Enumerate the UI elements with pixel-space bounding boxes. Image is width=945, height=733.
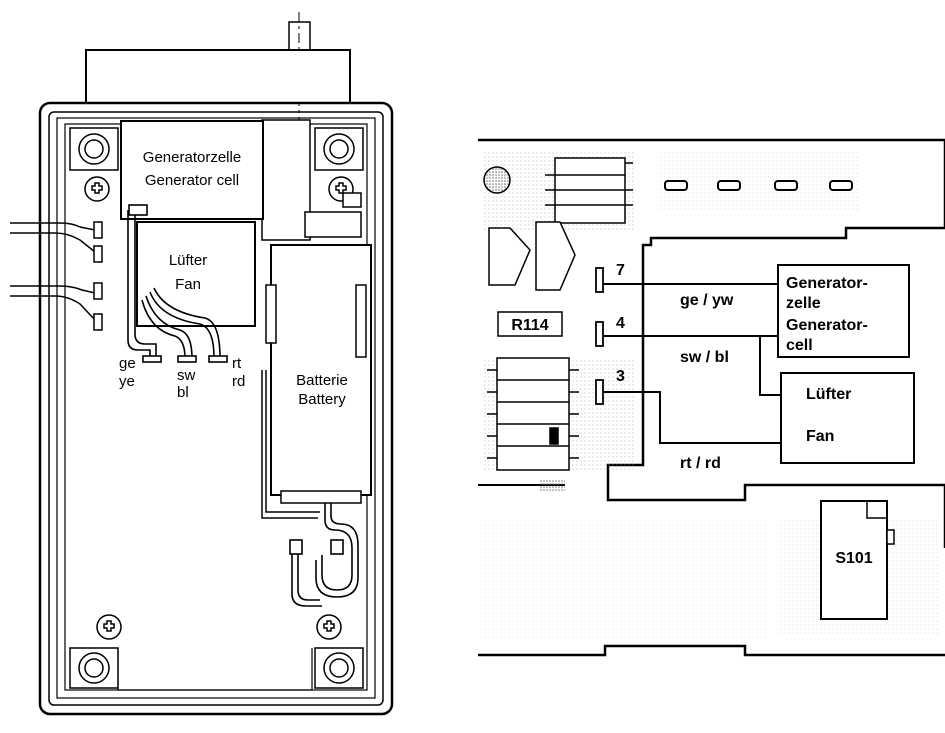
wire-label-yellow: ge / yw <box>680 292 734 309</box>
wire-label-red: rt / rd <box>680 455 721 472</box>
switch-s101: S101 <box>820 500 895 620</box>
s101-label: S101 <box>835 550 872 567</box>
wire-label-red-en: rd <box>232 373 245 390</box>
external-cables <box>10 221 103 331</box>
fan-label-en: Fan <box>175 276 201 293</box>
generator-cell-component: Generatorzelle Generator cell <box>120 120 264 220</box>
wire-color-labels-right: ge / yw sw / bl rt / rd <box>680 292 734 472</box>
corner-mounting-bosses <box>69 127 364 689</box>
gen-box-line2: zelle <box>786 295 821 312</box>
screw-icons <box>84 176 354 640</box>
battery-component: Batterie Battery <box>261 244 372 519</box>
gen-box-line1: Generator- <box>786 275 868 292</box>
generator-cell-label-de: Generatorzelle <box>143 149 241 166</box>
pcb-components <box>483 157 853 471</box>
r114-label: R114 <box>511 317 548 334</box>
wire-color-labels-left: ge ye sw bl rt rd <box>119 355 245 401</box>
pin-7-label: 7 <box>616 262 625 279</box>
connector-pins: 7 4 3 <box>595 262 625 405</box>
battery-label-en: Battery <box>298 391 346 408</box>
fan-box-line1: Lüfter <box>806 386 851 403</box>
wire-label-yellow-de: ge <box>119 355 136 372</box>
fan-box-line2: Fan <box>806 428 834 445</box>
wire-label-red-de: rt <box>232 355 242 372</box>
pin-3-label: 3 <box>616 368 625 385</box>
battery-label-de: Batterie <box>296 372 348 389</box>
fan-box-right: Lüfter Fan <box>780 372 915 464</box>
wire-label-black-de: sw <box>177 367 196 384</box>
internal-wiring <box>127 204 228 363</box>
pin-4-label: 4 <box>616 315 625 332</box>
generator-cell-box-right: Generator- zelle Generator- cell <box>777 264 910 358</box>
fan-component: Lüfter Fan <box>136 221 256 327</box>
connection-wires <box>603 283 781 444</box>
wire-label-black: sw / bl <box>680 349 729 366</box>
wire-label-yellow-en: ye <box>119 373 135 390</box>
resistor-r114: R114 <box>497 311 563 337</box>
generator-cell-label-en: Generator cell <box>145 172 239 189</box>
side-bracket <box>261 119 362 241</box>
battery-terminal-wires <box>289 503 359 607</box>
gen-box-line3: Generator- <box>786 317 868 334</box>
gen-box-line4: cell <box>786 337 813 354</box>
fan-label-de: Lüfter <box>169 252 207 269</box>
wire-label-black-en: bl <box>177 384 189 401</box>
